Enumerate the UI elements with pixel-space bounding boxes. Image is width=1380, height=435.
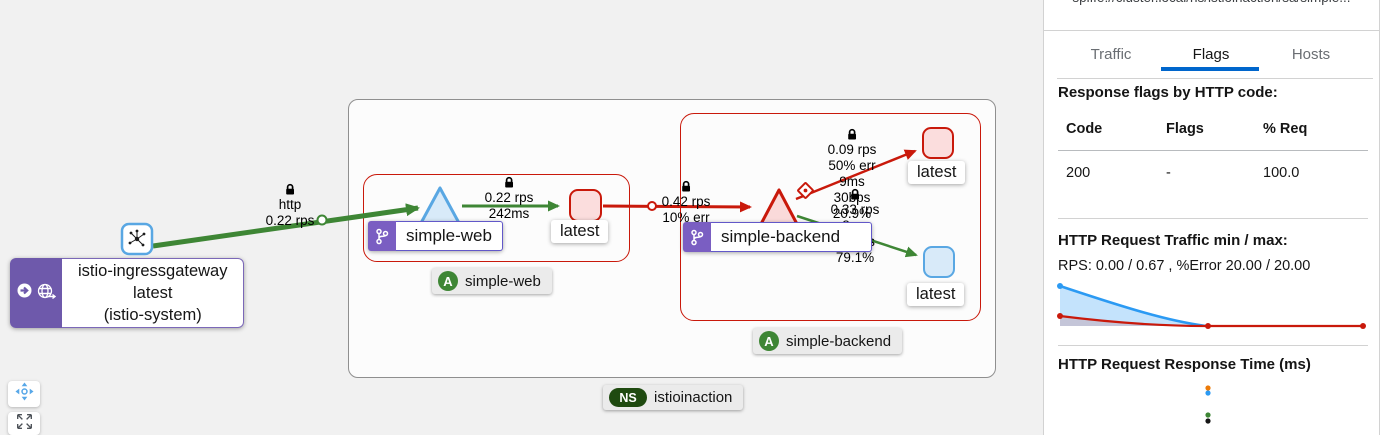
- mtls-lock-icon: [266, 183, 315, 197]
- node-simple-backend-service[interactable]: [759, 188, 799, 226]
- node-simple-backend-workload-ok[interactable]: [923, 246, 955, 278]
- node-simple-web-service[interactable]: [419, 186, 461, 225]
- namespace-label: istioinaction: [654, 389, 733, 406]
- label-simple-web-service[interactable]: simple-web: [368, 221, 503, 251]
- mtls-lock-icon: [485, 176, 534, 190]
- active-tab-underline: [1161, 67, 1259, 71]
- col-header-pct-req: % Req: [1263, 121, 1308, 137]
- spiffe-identity-clipped: spiffe://cluster.local/ns/istioinaction/…: [1044, 0, 1379, 9]
- app-badge-simple-backend[interactable]: A simple-backend: [753, 328, 903, 354]
- traffic-section-title: HTTP Request Traffic min / max:: [1058, 232, 1288, 249]
- virtual-service-icon: [797, 182, 814, 199]
- edge-response-time: 9ms: [839, 174, 865, 189]
- edge-label-backend-err[interactable]: 0.09 rps 50% err 9ms 30bps 20.9%: [827, 128, 877, 222]
- divider: [1058, 345, 1368, 346]
- flags-section-title: Response flags by HTTP code:: [1058, 84, 1278, 101]
- divider: [1044, 30, 1379, 31]
- traffic-summary: RPS: 0.00 / 0.67 , %Error 20.00 / 20.00: [1058, 258, 1311, 274]
- tab-hosts[interactable]: Hosts: [1291, 46, 1331, 63]
- edge-distribution: 20.9%: [832, 206, 872, 221]
- edge-rate: 0.22 rps: [484, 190, 534, 205]
- app-icon: A: [438, 271, 458, 291]
- node-simple-backend-workload-err[interactable]: [922, 127, 954, 159]
- ingress-namespace: (istio-system): [103, 306, 202, 324]
- expand-arrows-icon: [16, 413, 33, 435]
- edge-rate: 0.22 rps: [265, 213, 315, 228]
- node-label-text: simple-backend: [711, 222, 872, 252]
- edge-response-time: 242ms: [488, 206, 530, 221]
- col-header-code: Code: [1066, 121, 1103, 137]
- table-cell-flags: -: [1166, 165, 1171, 181]
- edge-rate: 0.33 rps: [830, 202, 880, 217]
- mtls-lock-icon: [831, 188, 880, 202]
- ingress-label-text: istio-ingressgateway latest (istio-syste…: [62, 258, 245, 328]
- edge-error: 10% err: [662, 210, 710, 225]
- versioned-app-icon: [368, 221, 396, 251]
- mtls-lock-icon: [662, 180, 711, 194]
- label-backend-workload-ok-latest[interactable]: latest: [907, 283, 965, 306]
- divider: [1058, 218, 1368, 219]
- tab-traffic[interactable]: Traffic: [1090, 46, 1132, 63]
- rps-sparkline-chart: [1057, 283, 1366, 329]
- namespace-badge-istioinaction[interactable]: NS istioinaction: [603, 385, 744, 410]
- ingress-version: latest: [133, 284, 173, 302]
- edge-label-web-to-backend[interactable]: 0.42 rps 10% err: [661, 180, 711, 226]
- response-time-section-title: HTTP Request Response Time (ms): [1058, 356, 1311, 373]
- app-icon: A: [759, 331, 779, 351]
- edge-rate: 0.42 rps: [661, 194, 711, 209]
- edge-label-ingress[interactable]: http 0.22 rps: [265, 183, 315, 229]
- mesh-dots-icon: [128, 229, 146, 247]
- divider: [1057, 78, 1373, 79]
- edge-ingress-to-simple-web[interactable]: [152, 203, 420, 249]
- response-time-chart-markers: [1205, 385, 1211, 424]
- table-cell-code: 200: [1066, 165, 1091, 181]
- fit-to-screen-button[interactable]: [8, 412, 40, 435]
- app-badge-label: simple-backend: [786, 332, 892, 350]
- mtls-lock-icon: [828, 128, 877, 142]
- edge-backend-to-latest-err[interactable]: [795, 149, 917, 201]
- label-backend-workload-err-latest[interactable]: latest: [908, 161, 966, 184]
- app-badge-label: simple-web: [465, 272, 541, 290]
- table-header-divider: [1058, 150, 1368, 151]
- gateway-globe-icon: [36, 282, 57, 305]
- edge-web-to-backend[interactable]: [602, 201, 752, 213]
- edge-error: 50% err: [828, 158, 876, 173]
- tab-flags[interactable]: Flags: [1192, 46, 1230, 63]
- node-simple-web-workload-latest[interactable]: [569, 189, 602, 222]
- edge-distribution: 79.1%: [835, 250, 875, 265]
- ingress-icon-pane: [10, 258, 62, 328]
- col-header-flags: Flags: [1166, 121, 1204, 137]
- app-group-simple-backend[interactable]: [680, 113, 981, 321]
- move-arrows-icon: [14, 382, 34, 406]
- edge-protocol: http: [278, 197, 302, 212]
- edge-waypoint-dot: [647, 201, 657, 211]
- ingress-title: istio-ingressgateway: [78, 262, 228, 280]
- table-cell-pct: 100.0: [1263, 165, 1300, 181]
- edge-waypoint-dot: [316, 214, 328, 226]
- app-badge-simple-web[interactable]: A simple-web: [432, 268, 552, 294]
- label-istio-ingressgateway[interactable]: istio-ingressgateway latest (istio-syste…: [10, 258, 245, 328]
- summary-panel: spiffe://cluster.local/ns/istioinaction/…: [1043, 0, 1380, 435]
- edge-rate: 0.09 rps: [827, 142, 877, 157]
- graph-canvas[interactable]: http 0.22 rps 0.22 rps 242ms 0.42 rps 10…: [0, 0, 1043, 435]
- root-node-icon: [16, 282, 33, 304]
- center-graph-button[interactable]: [8, 381, 40, 407]
- namespace-icon: NS: [609, 388, 647, 407]
- versioned-app-icon: [683, 222, 711, 252]
- edge-label-web-internal[interactable]: 0.22 rps 242ms: [484, 176, 534, 222]
- label-simple-backend-service[interactable]: simple-backend: [683, 222, 872, 252]
- node-label-text: simple-web: [396, 221, 503, 251]
- label-web-workload-latest[interactable]: latest: [551, 220, 609, 243]
